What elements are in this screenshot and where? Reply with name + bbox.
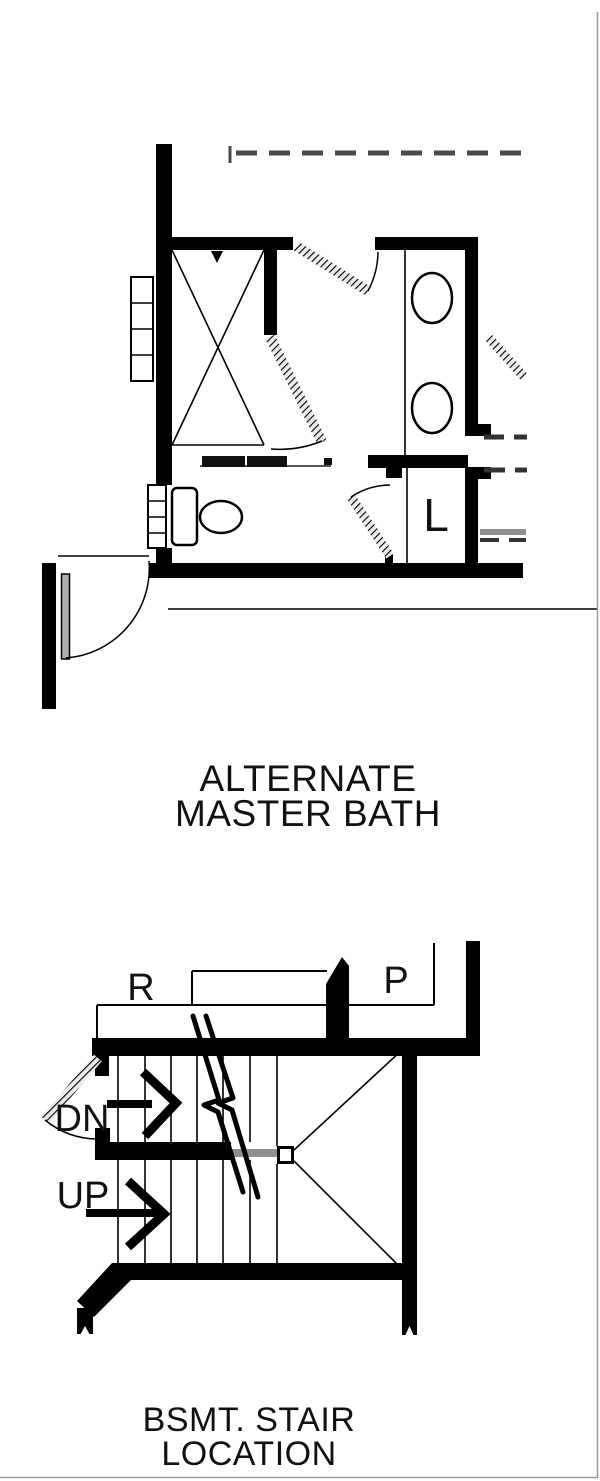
door-leaf bbox=[60, 573, 71, 660]
bath-title-line2: MASTER BATH bbox=[175, 793, 441, 834]
shower-door-swing-arc bbox=[270, 440, 323, 451]
wc-counter bbox=[200, 456, 332, 467]
bath-dashed-overhead-line bbox=[228, 146, 524, 163]
master-bath-plan: L bbox=[42, 144, 597, 834]
shower-stall bbox=[171, 249, 265, 446]
up-direction: UP bbox=[57, 1175, 171, 1251]
bsmt-stair-plan: R P bbox=[41, 941, 480, 1473]
stair-newel-post bbox=[277, 1146, 294, 1164]
toilet-bowl bbox=[198, 499, 244, 535]
bath-top-door bbox=[293, 241, 379, 296]
bath-caption: ALTERNATE MASTER BATH bbox=[175, 758, 441, 834]
right-dashed-marks bbox=[480, 434, 527, 542]
stair-walls bbox=[77, 941, 480, 1335]
stair-title-line1: BSMT. STAIR bbox=[143, 1401, 356, 1439]
sink-basin bbox=[410, 381, 454, 435]
stair-reference-lines bbox=[96, 943, 435, 1038]
stair-break-lines bbox=[190, 1013, 261, 1200]
stair-door-swing-arc bbox=[44, 1119, 100, 1140]
landing-diagonals bbox=[293, 1049, 403, 1270]
shower-x-line bbox=[171, 249, 265, 446]
linen-closet-door bbox=[347, 484, 394, 559]
down-arrow-head bbox=[139, 1068, 183, 1140]
bath-entry-door bbox=[58, 555, 151, 660]
stair-caption: BSMT. STAIR LOCATION bbox=[143, 1401, 356, 1473]
toilet-tank bbox=[170, 486, 199, 547]
wall-break-notch bbox=[405, 1326, 414, 1336]
stair-down-door bbox=[41, 1054, 102, 1140]
bath-top-door-swing-arc bbox=[367, 251, 379, 292]
sink-basin bbox=[410, 271, 454, 325]
shower-door bbox=[265, 334, 327, 451]
up-arrow-head bbox=[124, 1177, 171, 1251]
vanity bbox=[404, 250, 454, 455]
bath-walls bbox=[42, 144, 523, 709]
wall-break-notch bbox=[80, 1326, 90, 1335]
gray-rail-mark bbox=[480, 529, 526, 535]
bath-window-upper bbox=[130, 276, 154, 382]
bath-right-door bbox=[485, 334, 528, 381]
down-arrow-shaft bbox=[107, 1100, 152, 1108]
stair-post bbox=[326, 957, 349, 1040]
linen-door-swing-arc bbox=[350, 484, 391, 498]
entry-door-swing-arc bbox=[65, 560, 151, 659]
sheet-border bbox=[0, 12, 599, 1479]
bath-window-lower bbox=[147, 484, 167, 549]
label-r: R bbox=[127, 967, 154, 1009]
shower-head-icon bbox=[211, 251, 223, 263]
label-p: P bbox=[383, 960, 408, 1002]
up-arrow-shaft bbox=[86, 1209, 160, 1217]
bath-title-line1: ALTERNATE bbox=[200, 758, 417, 799]
stair-title-line2: LOCATION bbox=[161, 1435, 336, 1473]
down-label: DN bbox=[55, 1098, 110, 1140]
linen-closet-label: L bbox=[423, 489, 449, 541]
linen-closet: L bbox=[347, 468, 449, 563]
toilet bbox=[170, 486, 244, 547]
stair-handrail bbox=[231, 1149, 277, 1157]
down-direction: DN bbox=[55, 1068, 183, 1140]
